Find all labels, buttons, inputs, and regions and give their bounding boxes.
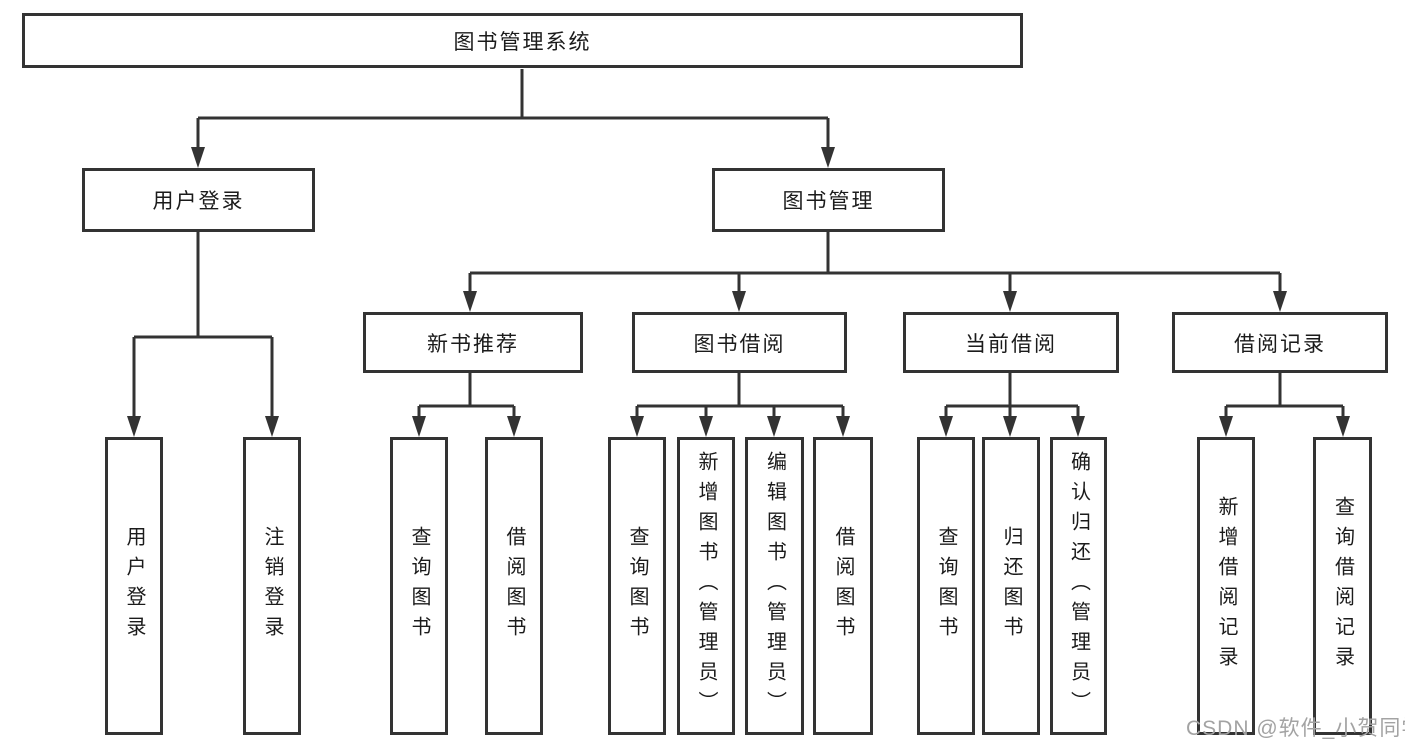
watermark: CSDN @软件_小贺同学 [1186,717,1405,740]
connector-user-login-leaves [132,232,274,419]
node-user-login-label: 用户登录 [152,190,245,213]
leaf-records-add-record-label: 新增借阅记录 [1215,496,1237,676]
leaf-current-confirm-return-admin-label: 确认归还（管理员） [1067,451,1090,721]
leaf-current-confirm-return-admin: 确认归还（管理员） [1050,437,1107,735]
leaf-logout-label: 注销登录 [261,526,283,646]
node-new-book-recommend: 新书推荐 [363,312,583,373]
arrowheads-level2 [191,147,835,168]
connector-newbook-leaves [417,373,516,419]
leaf-borrowing-borrow-books-label: 借阅图书 [832,526,854,646]
leaf-current-query-books: 查询图书 [917,437,975,735]
leaf-newbook-query-books: 查询图书 [390,437,448,735]
node-current-borrowing: 当前借阅 [903,312,1119,373]
leaf-borrowing-query-books-label: 查询图书 [626,526,648,646]
arrowheads-newbook-leaves [412,416,521,437]
node-current-borrowing-label: 当前借阅 [965,332,1057,356]
arrowheads-current-leaves [939,416,1085,437]
leaf-borrowing-edit-books-admin: 编辑图书（管理员） [745,437,804,735]
node-user-login: 用户登录 [82,168,315,232]
leaf-newbook-borrow-books: 借阅图书 [485,437,543,735]
node-book-borrowing: 图书借阅 [632,312,847,373]
leaf-borrowing-borrow-books: 借阅图书 [813,437,873,735]
leaf-borrowing-edit-books-admin-label: 编辑图书（管理员） [763,451,786,721]
leaf-current-query-books-label: 查询图书 [935,526,957,646]
leaf-records-query-record-label: 查询借阅记录 [1331,496,1354,676]
leaf-borrowing-query-books: 查询图书 [608,437,666,735]
arrowheads-user-login-leaves [127,416,279,437]
leaf-records-add-record: 新增借阅记录 [1197,437,1255,735]
arrowheads-level3 [463,291,1287,312]
leaf-user-login: 用户登录 [105,437,163,735]
connector-current-leaves [944,373,1080,419]
arrowheads-records-leaves [1219,416,1350,437]
node-root-label: 图书管理系统 [453,30,592,54]
leaf-logout: 注销登录 [243,437,301,735]
leaf-newbook-borrow-books-label: 借阅图书 [503,526,525,646]
connector-book-management-level3 [468,232,1282,294]
leaf-current-return-books-label: 归还图书 [1000,526,1022,646]
connector-root-to-level2 [196,69,830,150]
arrowheads-borrowing-leaves [630,416,850,437]
leaf-borrowing-add-books-admin: 新增图书（管理员） [677,437,735,735]
node-root: 图书管理系统 [22,13,1023,68]
connector-records-leaves [1224,373,1345,419]
node-borrowing-records-label: 借阅记录 [1234,332,1326,356]
node-borrowing-records: 借阅记录 [1172,312,1388,373]
node-book-borrowing-label: 图书借阅 [693,332,786,356]
leaf-borrowing-add-books-admin-label: 新增图书（管理员） [695,451,717,721]
leaf-current-return-books: 归还图书 [982,437,1040,735]
leaf-user-login-label: 用户登录 [123,526,145,646]
leaf-newbook-query-books-label: 查询图书 [408,526,430,646]
node-book-management-label: 图书管理 [782,190,875,213]
node-book-management: 图书管理 [712,168,945,232]
leaf-records-query-record: 查询借阅记录 [1313,437,1372,735]
connector-borrowing-leaves [635,373,845,419]
node-new-book-recommend-label: 新书推荐 [427,332,519,356]
